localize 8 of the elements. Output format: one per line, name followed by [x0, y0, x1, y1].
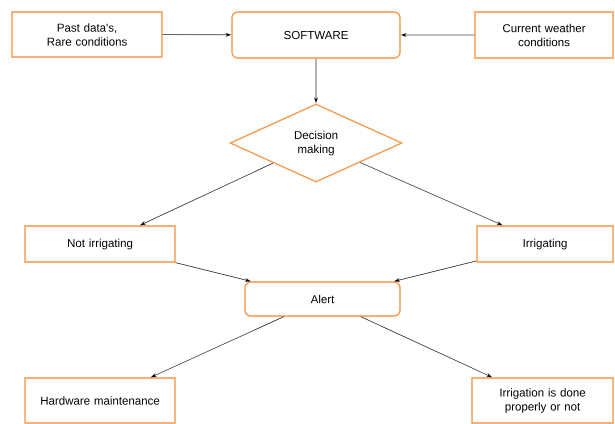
input-box: Past data's, Rare conditions — [11, 11, 163, 58]
input-box: Current weather conditions — [474, 11, 614, 59]
action-box: Hardware maintenance — [24, 377, 176, 424]
alert-box: Alert — [244, 281, 401, 317]
process-box: SOFTWARE — [231, 11, 401, 59]
outcome-box: Not irrigating — [24, 225, 176, 263]
action-box: Irrigation is done properly or not — [471, 377, 614, 424]
outcome-box: Irrigating — [476, 225, 614, 263]
